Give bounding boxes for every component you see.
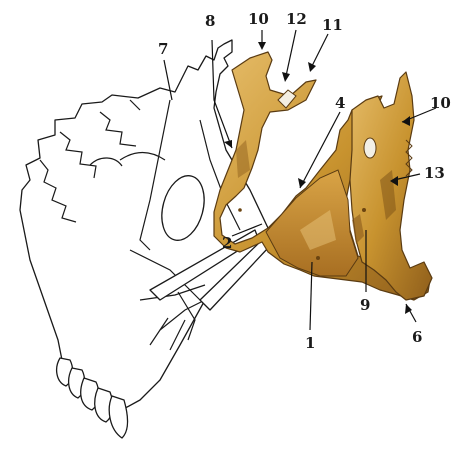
label-10-top: 10 — [248, 10, 269, 28]
label-7: 7 — [158, 40, 168, 58]
label-12: 12 — [286, 10, 307, 28]
label-10-right: 10 — [430, 94, 451, 112]
label-8: 8 — [205, 12, 215, 30]
label-4: 4 — [335, 94, 345, 112]
label-11: 11 — [322, 16, 343, 34]
label-6: 6 — [412, 328, 422, 346]
label-9: 9 — [360, 296, 370, 314]
label-13: 13 — [424, 164, 445, 182]
label-2: 2 — [222, 234, 232, 252]
label-1: 1 — [305, 334, 315, 352]
